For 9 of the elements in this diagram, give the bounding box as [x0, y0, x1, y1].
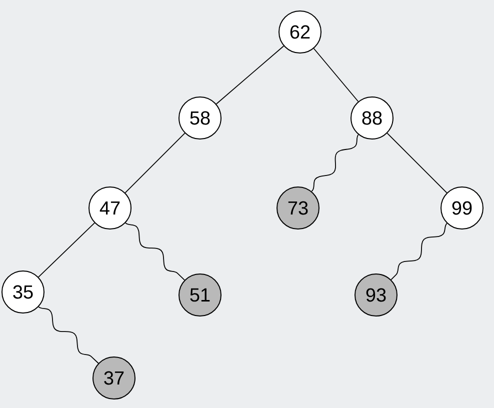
tree-edge — [313, 48, 359, 102]
wavy-line — [311, 134, 359, 192]
wavy-line — [125, 222, 185, 281]
wavy-line — [390, 222, 448, 280]
tree-edge — [216, 46, 284, 104]
tree-edge — [386, 132, 448, 194]
tree-edge — [124, 132, 186, 194]
wavy-line — [38, 306, 99, 364]
tree-edge — [38, 222, 95, 278]
